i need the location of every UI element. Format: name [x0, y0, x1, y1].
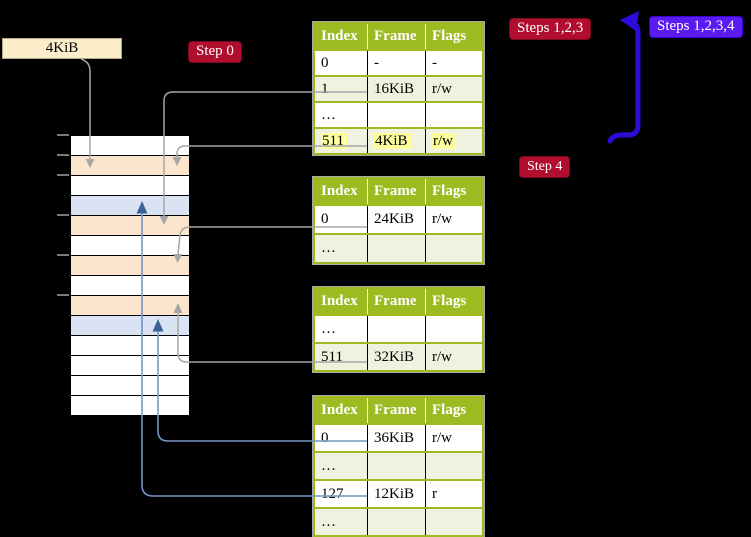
memory-strip: [70, 135, 190, 416]
table-row: …: [315, 233, 482, 262]
table-cell: -: [426, 51, 482, 75]
table-row: …: [315, 101, 482, 127]
ruler-tick: [57, 134, 69, 136]
memory-frame-row-white: [71, 236, 189, 256]
memory-frame-row-orange: [71, 216, 189, 236]
table-cell: …: [315, 509, 367, 535]
step4-badge: Step 4: [519, 156, 571, 178]
highlighted-value: 4KiB: [374, 133, 411, 149]
table-cell: 127: [315, 481, 367, 507]
memory-frame-row-white: [71, 356, 189, 376]
table-cell: 0: [315, 425, 367, 451]
step0-badge: Step 0: [188, 41, 242, 63]
table-row: …: [315, 507, 482, 535]
memory-frame-row-white: [71, 336, 189, 356]
table-header-cell: Index: [315, 179, 367, 204]
table-header-cell: Flags: [426, 179, 482, 204]
table-header-cell: Index: [315, 24, 367, 49]
table-cell: [426, 316, 482, 342]
table-cell: …: [315, 235, 367, 262]
table-cell: [368, 103, 425, 127]
memory-frame-row-white: [71, 376, 189, 396]
table-header-cell: Flags: [426, 289, 482, 314]
table-row: 0--: [315, 49, 482, 75]
table-cell: [426, 103, 482, 127]
table-header-cell: Flags: [426, 398, 482, 423]
ruler-tick: [57, 294, 69, 296]
steps1234-badge: Steps 1,2,3,4: [649, 16, 743, 38]
table-cell: 4KiB: [368, 129, 425, 153]
memory-frame-row-orange: [71, 156, 189, 176]
table-cell: 12KiB: [368, 481, 425, 507]
memory-frame-row-white: [71, 136, 189, 156]
table-cell: 511: [315, 344, 367, 370]
table-cell: 0: [315, 206, 367, 233]
table-cell: -: [368, 51, 425, 75]
highlighted-value: r/w: [432, 133, 456, 149]
memory-frame-row-orange: [71, 256, 189, 276]
table-cell: r/w: [426, 129, 482, 153]
table-cell: [368, 235, 425, 262]
table-cell: r/w: [426, 206, 482, 233]
table-cell: [426, 509, 482, 535]
table-cell: [426, 235, 482, 262]
table-cell: 32KiB: [368, 344, 425, 370]
table-cell: …: [315, 453, 367, 479]
memory-frame-row-white: [71, 396, 189, 415]
table-cell: 511: [315, 129, 367, 153]
table-header-cell: Index: [315, 398, 367, 423]
steps123-badge: Steps 1,2,3: [509, 18, 592, 40]
memory-frame-row-orange: [71, 296, 189, 316]
table-cell: …: [315, 316, 367, 342]
table-cell: 0: [315, 51, 367, 75]
memory-frame-row-white: [71, 276, 189, 296]
table-cell: [426, 453, 482, 479]
table-header-cell: Frame: [368, 24, 425, 49]
table-row: …: [315, 451, 482, 479]
table-cell: …: [315, 103, 367, 127]
frame-size-label: 4KiB: [2, 38, 122, 59]
table-header-cell: Frame: [368, 398, 425, 423]
table-cell: r/w: [426, 425, 482, 451]
table-cell: 24KiB: [368, 206, 425, 233]
table-cell: 1: [315, 77, 367, 101]
highlighted-value: 511: [321, 133, 347, 149]
ruler-tick: [57, 154, 69, 156]
ruler-tick: [57, 254, 69, 256]
table-cell: [368, 509, 425, 535]
table-header-cell: Flags: [426, 24, 482, 49]
table-cell: r: [426, 481, 482, 507]
ruler-tick: [57, 214, 69, 216]
table-cell: 16KiB: [368, 77, 425, 101]
memory-frame-row-white: [71, 176, 189, 196]
table-header-cell: Frame: [368, 289, 425, 314]
loop-back-arrow: [607, 11, 641, 144]
table-cell: r/w: [426, 344, 482, 370]
table-header-cell: Frame: [368, 179, 425, 204]
memory-frame-row-blue: [71, 196, 189, 216]
table-cell: [368, 316, 425, 342]
table-cell: r/w: [426, 77, 482, 101]
ruler-tick: [57, 174, 69, 176]
table-cell: 36KiB: [368, 425, 425, 451]
table-row: 511 4KiB r/w: [315, 127, 482, 153]
memory-frame-row-blue: [71, 316, 189, 336]
table-cell: [368, 453, 425, 479]
table-row: …: [315, 314, 482, 342]
table-header-cell: Index: [315, 289, 367, 314]
